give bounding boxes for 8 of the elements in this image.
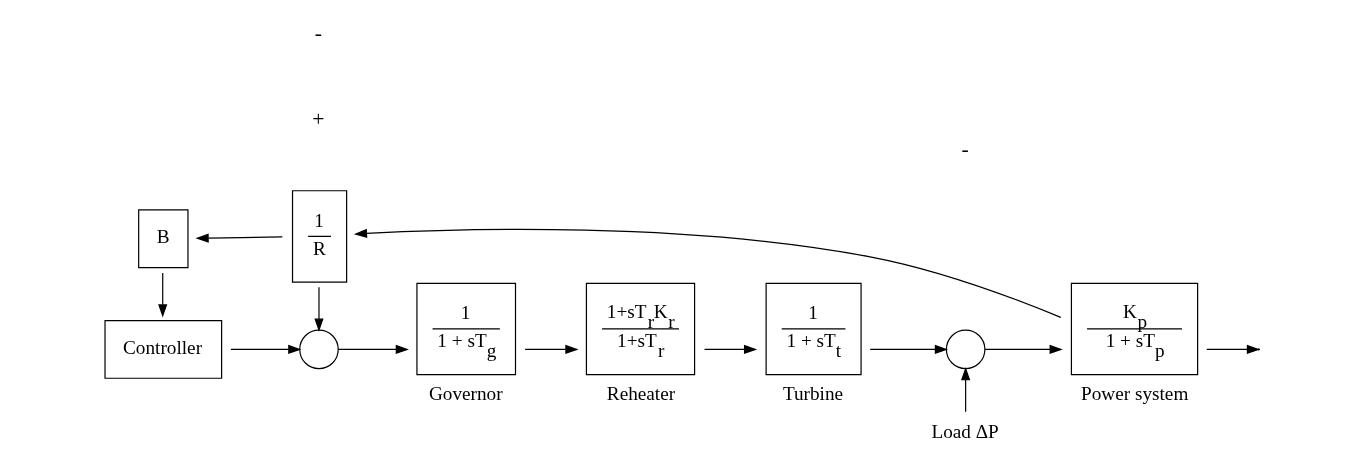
node-label: Power system	[1081, 382, 1189, 404]
node-label: Turbine	[782, 382, 844, 404]
node-text: Load ΔP	[931, 421, 999, 443]
label: +	[312, 107, 325, 132]
label: -	[314, 20, 322, 45]
node-label: Reheater	[606, 382, 676, 404]
label: -	[961, 137, 969, 162]
node-label: Governor	[428, 382, 503, 404]
